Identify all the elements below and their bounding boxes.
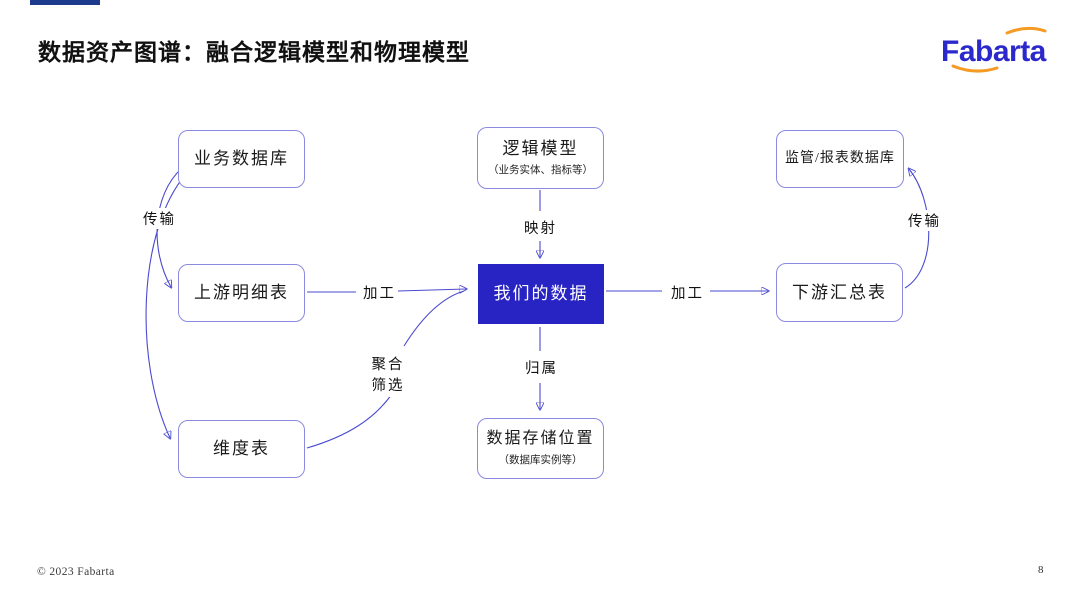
- node-label: 逻辑模型: [502, 139, 579, 159]
- edge-label-transfer-left: 传输: [142, 208, 177, 229]
- logo-text: Fabarta: [941, 35, 1047, 68]
- page-number: 8: [1038, 564, 1044, 576]
- edge-bizdb-to-dimension: [145, 173, 187, 438]
- page-title: 数据资产图谱：融合逻辑模型和物理模型: [38, 40, 470, 65]
- logo-orange-swoosh-bottom: [951, 64, 999, 73]
- node-sublabel: （业务实体、指标等）: [488, 164, 593, 176]
- node-label: 下游汇总表: [792, 282, 887, 302]
- edge-label-aggregate-filter: 聚合 筛选: [363, 355, 413, 398]
- edge-dimension-to-ourdata-seg1: [306, 393, 393, 449]
- accent-bar: [30, 0, 100, 5]
- node-label: 监管/报表数据库: [785, 150, 895, 166]
- edge-label-process-right: 加工: [670, 282, 705, 303]
- edge-label-filter: 筛选: [371, 378, 405, 395]
- logo-orange-swoosh-top: [1005, 26, 1047, 35]
- edge-label-mapping: 映射: [523, 217, 558, 238]
- node-business-database: 业务数据库: [178, 130, 305, 188]
- node-label: 维度表: [213, 439, 270, 459]
- edge-dimension-to-ourdata-seg2: [403, 290, 465, 347]
- node-data-storage-location: 数据存储位置 （数据库实例等）: [477, 418, 604, 479]
- node-upstream-detail-table: 上游明细表: [178, 264, 305, 322]
- node-sublabel: （数据库实例等）: [498, 454, 583, 466]
- node-label: 数据存储位置: [486, 430, 595, 448]
- edge-label-transfer-right: 传输: [907, 210, 942, 231]
- footer-copyright: © 2023 Fabarta: [37, 566, 115, 578]
- node-label: 业务数据库: [194, 149, 289, 169]
- node-our-data: 我们的数据: [478, 264, 604, 324]
- node-label: 上游明细表: [194, 283, 289, 303]
- edge-downstream-to-regdb: [904, 169, 930, 289]
- edge-label-belong: 归属: [524, 357, 559, 378]
- edge-upstream-to-ourdata-seg2: [397, 289, 466, 291]
- node-label: 我们的数据: [493, 284, 589, 304]
- edge-label-process-left: 加工: [362, 282, 397, 303]
- node-dimension-table: 维度表: [178, 420, 305, 478]
- node-downstream-summary-table: 下游汇总表: [776, 263, 903, 322]
- edge-label-aggregate: 聚合: [371, 357, 405, 373]
- node-regulatory-report-database: 监管/报表数据库: [776, 130, 904, 188]
- fabarta-logo-icon: Fabarta: [941, 26, 1047, 73]
- node-logical-model: 逻辑模型 （业务实体、指标等）: [477, 127, 604, 189]
